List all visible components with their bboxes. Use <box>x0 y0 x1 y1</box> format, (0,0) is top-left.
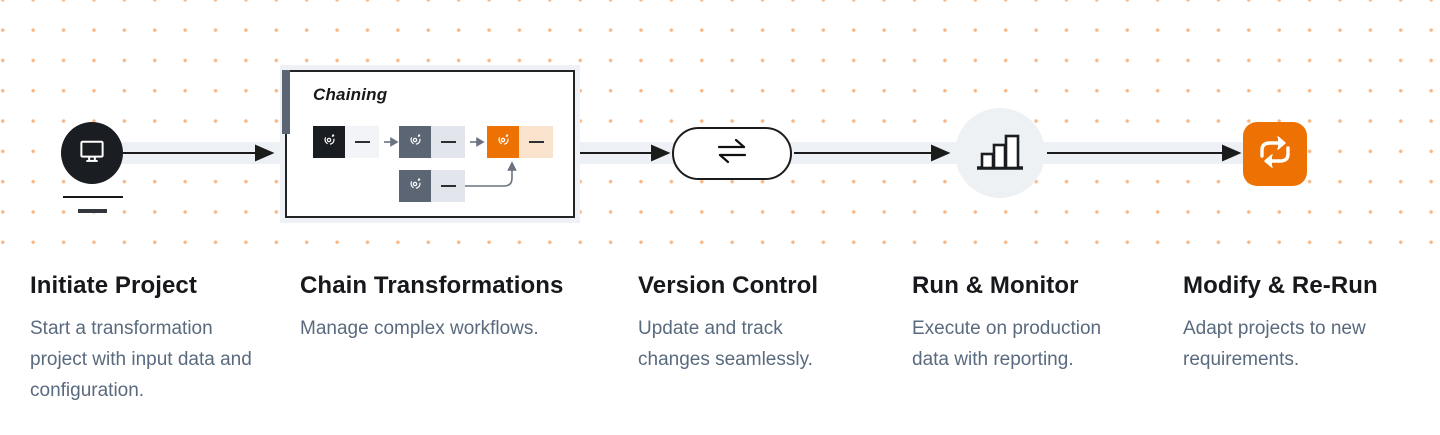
connector-arrows <box>123 144 1242 162</box>
step-title: Run & Monitor <box>912 272 1079 299</box>
repeat-icon <box>1254 134 1296 175</box>
transform-swirl-icon <box>320 131 338 154</box>
transform-block-slate <box>399 170 431 202</box>
chaining-panel-tab <box>282 70 290 134</box>
transform-output-slot <box>431 170 465 202</box>
transform-output-slot <box>431 126 465 158</box>
chaining-panel: Chaining <box>282 70 575 218</box>
dash-icon <box>354 141 370 143</box>
transform-swirl-icon <box>494 131 512 154</box>
swap-arrows-icon <box>711 136 753 171</box>
step-caption-run-monitor: Run & Monitor Execute on production data… <box>912 272 1142 375</box>
inner-chain-arrows <box>384 137 517 187</box>
step-title: Initiate Project <box>30 272 197 299</box>
step-description: Adapt projects to new requirements. <box>1183 318 1366 370</box>
transform-block-dark <box>313 126 345 158</box>
chaining-panel-title: Chaining <box>313 85 388 104</box>
transform-block-orange <box>487 126 519 158</box>
step-title: Version Control <box>638 272 819 299</box>
version-control-node <box>672 127 792 180</box>
transform-swirl-icon <box>406 175 424 198</box>
dot-grid-background <box>0 0 1440 252</box>
step-description: Manage complex workflows. <box>300 318 539 339</box>
step-caption-modify-rerun: Modify & Re-Run Adapt projects to new re… <box>1183 272 1408 375</box>
step-title: Chain Transformations <box>300 272 564 299</box>
modify-rerun-node <box>1243 122 1307 186</box>
step-description: Execute on production data with reportin… <box>912 318 1102 370</box>
dash-icon <box>440 141 456 143</box>
dash-icon <box>440 185 456 187</box>
transform-block-slate <box>399 126 431 158</box>
initiate-project-node <box>61 122 123 184</box>
monitor-icon <box>75 134 109 173</box>
run-monitor-node <box>955 108 1045 198</box>
step-title: Modify & Re-Run <box>1183 272 1378 299</box>
step-description: Start a transformation project with inpu… <box>30 318 252 401</box>
step-caption-version-control: Version Control Update and track changes… <box>638 272 853 375</box>
bar-chart-icon <box>974 130 1026 177</box>
underline-long <box>63 196 123 198</box>
step-description: Update and track changes seamlessly. <box>638 318 813 370</box>
transform-output-slot <box>519 126 553 158</box>
step-caption-chain-transformations: Chain Transformations Manage complex wor… <box>300 272 590 344</box>
underline-short <box>78 209 107 213</box>
transform-output-slot <box>345 126 379 158</box>
dash-icon <box>528 141 544 143</box>
step-caption-initiate-project: Initiate Project Start a transformation … <box>30 272 265 406</box>
transform-swirl-icon <box>406 131 424 154</box>
